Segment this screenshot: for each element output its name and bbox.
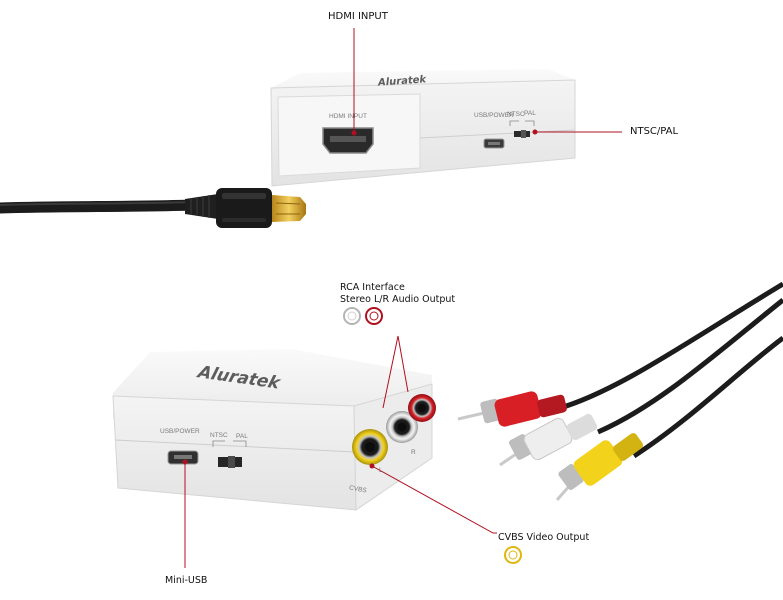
stereo-audio-output-label: Stereo L/R Audio Output: [340, 294, 456, 305]
top-hdmi-input-print: HDMI INPUT: [329, 113, 367, 120]
rca-yellow-jack: [352, 429, 388, 465]
top-pal-print: PAL: [524, 110, 536, 117]
top-ntsc-pal-switch: [514, 130, 530, 138]
mini-usb-port: [167, 450, 199, 465]
top-mini-usb-port: [483, 138, 505, 149]
leader-lines: [184, 28, 622, 568]
top-converter-device: [270, 69, 576, 187]
leader-rca-left: [382, 335, 399, 409]
cvbs-video-output-label: CVBS Video Output: [498, 532, 590, 543]
leader-cvbs: [371, 465, 497, 534]
rca-interface-label: RCA Interface: [340, 282, 405, 293]
ntsc-pal-label: NTSC/PAL: [630, 126, 679, 137]
leader-rca-right: [397, 335, 409, 393]
rca-red-plug: [457, 391, 567, 427]
hdmi-input-label: HDMI INPUT: [328, 11, 388, 22]
bottom-device-seam: [114, 439, 356, 453]
hdmi-cable: [0, 188, 306, 228]
bottom-converter-device: [112, 349, 436, 511]
top-usb-power-print: USB/POWER: [474, 112, 514, 119]
l-print: L: [379, 467, 383, 474]
pal-print: PAL: [236, 433, 248, 440]
switch-bracket: [212, 440, 247, 447]
leader-dot-mini-usb: [182, 459, 188, 465]
leader-dot-cvbs: [369, 463, 375, 469]
rca-cable: [457, 281, 783, 501]
rca-white-plug: [499, 413, 598, 467]
ntsc-pal-switch: [218, 456, 242, 468]
video-legend-ring: [504, 546, 522, 564]
rca-red-jack: [408, 394, 436, 422]
bottom-device-front-face: [112, 395, 357, 511]
top-switch-bracket: [509, 120, 535, 126]
rca-yellow-plug: [555, 433, 644, 501]
top-device-seam: [419, 129, 576, 139]
audio-legend-rings: [343, 307, 383, 325]
leader-dot-ntsc-pal: [532, 129, 538, 135]
hdmi-port: [322, 127, 374, 154]
top-ntsc-print: NTSC: [507, 111, 525, 118]
leader-dot-hdmi: [351, 130, 357, 136]
mini-usb-label: Mini-USB: [165, 575, 208, 586]
r-print: R: [411, 449, 416, 456]
ntsc-print: NTSC: [210, 432, 228, 439]
usb-power-print: USB/POWER: [160, 428, 200, 435]
hdmi-plug-gold-tip: [272, 195, 306, 222]
rca-white-jack: [386, 411, 418, 443]
